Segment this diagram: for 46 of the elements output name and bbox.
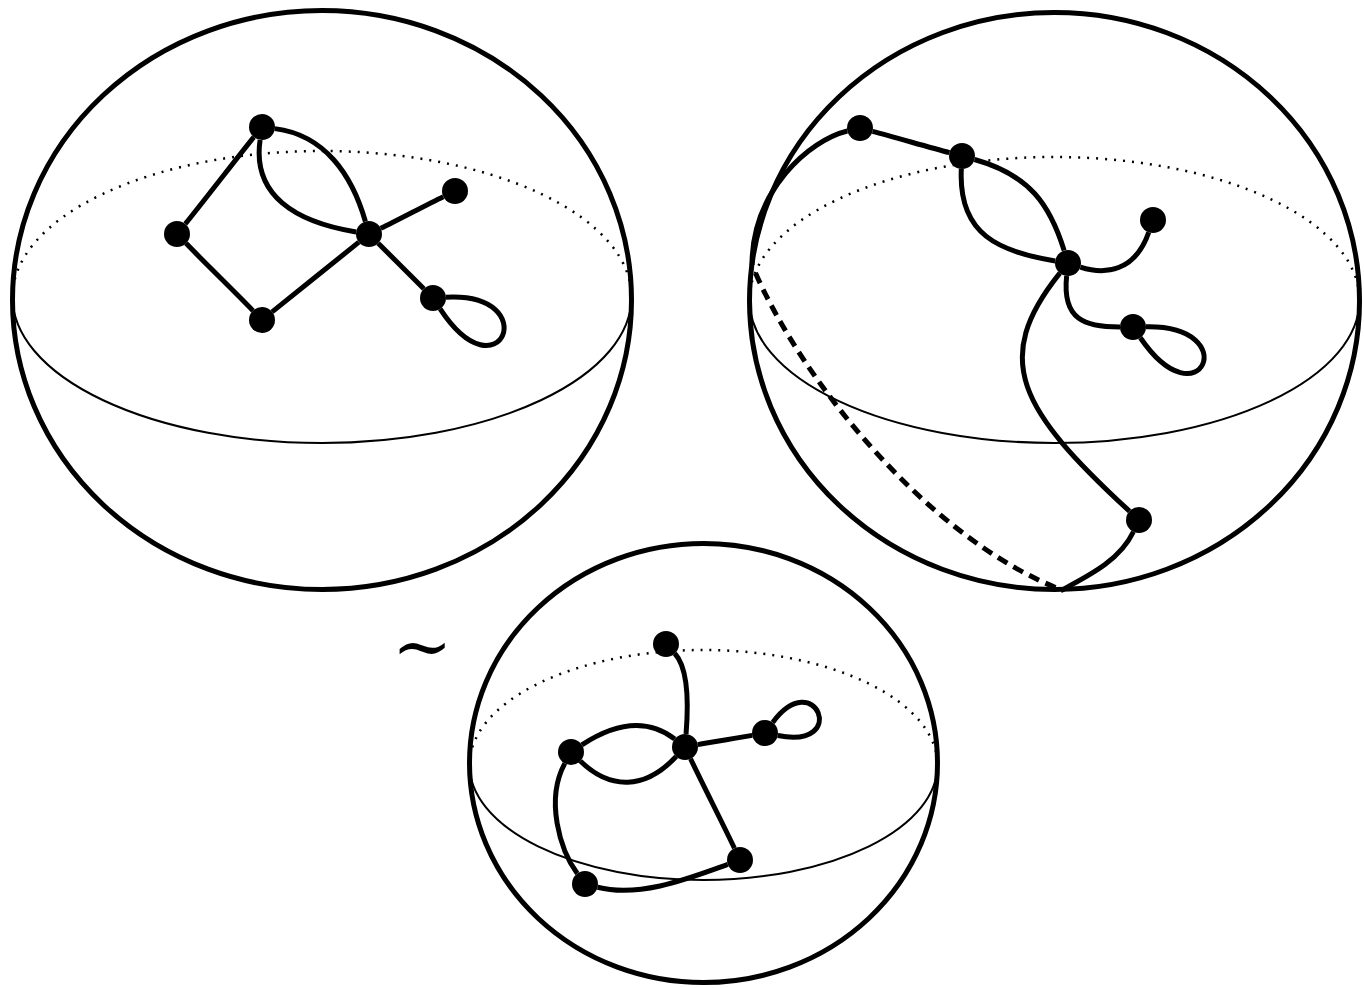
vertex-dot — [949, 143, 975, 169]
vertex-dot — [847, 115, 873, 141]
graph-edge — [672, 652, 690, 735]
graph-edge — [749, 128, 1136, 593]
vertex-dot — [653, 631, 679, 657]
similarity-sign: ∼ — [392, 610, 453, 682]
graph-edge — [958, 168, 1056, 264]
sphere — [747, 10, 1362, 592]
vertex-dot — [442, 178, 468, 204]
graph-edge — [597, 862, 729, 893]
graph-edge — [270, 240, 361, 314]
graph-edge — [770, 700, 822, 740]
vertex-dot — [249, 114, 275, 140]
vertex-dot — [249, 307, 275, 333]
vertex-dot — [1140, 207, 1166, 233]
graph-edge — [274, 126, 368, 223]
sphere — [467, 541, 940, 985]
graph-edge — [1138, 324, 1207, 376]
vertex-dot — [420, 285, 446, 311]
graph-edge — [184, 241, 255, 313]
graph-edge — [379, 194, 445, 231]
graph-edge — [552, 762, 580, 875]
graph-edge — [688, 757, 737, 850]
graph-edge — [1063, 275, 1121, 330]
vertex-dot — [1055, 250, 1081, 276]
vertex-dot — [727, 847, 753, 873]
graph-edge — [871, 128, 951, 156]
graph-edge — [578, 754, 678, 785]
graph-edge — [1079, 231, 1152, 273]
vertex-dot — [752, 720, 778, 746]
graph-edge — [580, 723, 677, 748]
sphere — [10, 8, 634, 592]
graph-edge — [256, 139, 357, 235]
graph-edge — [697, 732, 753, 748]
graph-edge — [183, 135, 256, 226]
vertex-dot — [1120, 314, 1146, 340]
vertex-dot — [1126, 507, 1152, 533]
vertex-dot — [672, 734, 698, 760]
graph-edge — [376, 241, 426, 291]
vertex-dot — [164, 221, 190, 247]
vertex-dot — [572, 871, 598, 897]
graph-edge — [1020, 271, 1132, 513]
graph-edge — [438, 294, 507, 348]
graph-edge — [973, 157, 1067, 252]
vertex-dot — [356, 221, 382, 247]
vertex-dot — [558, 739, 584, 765]
